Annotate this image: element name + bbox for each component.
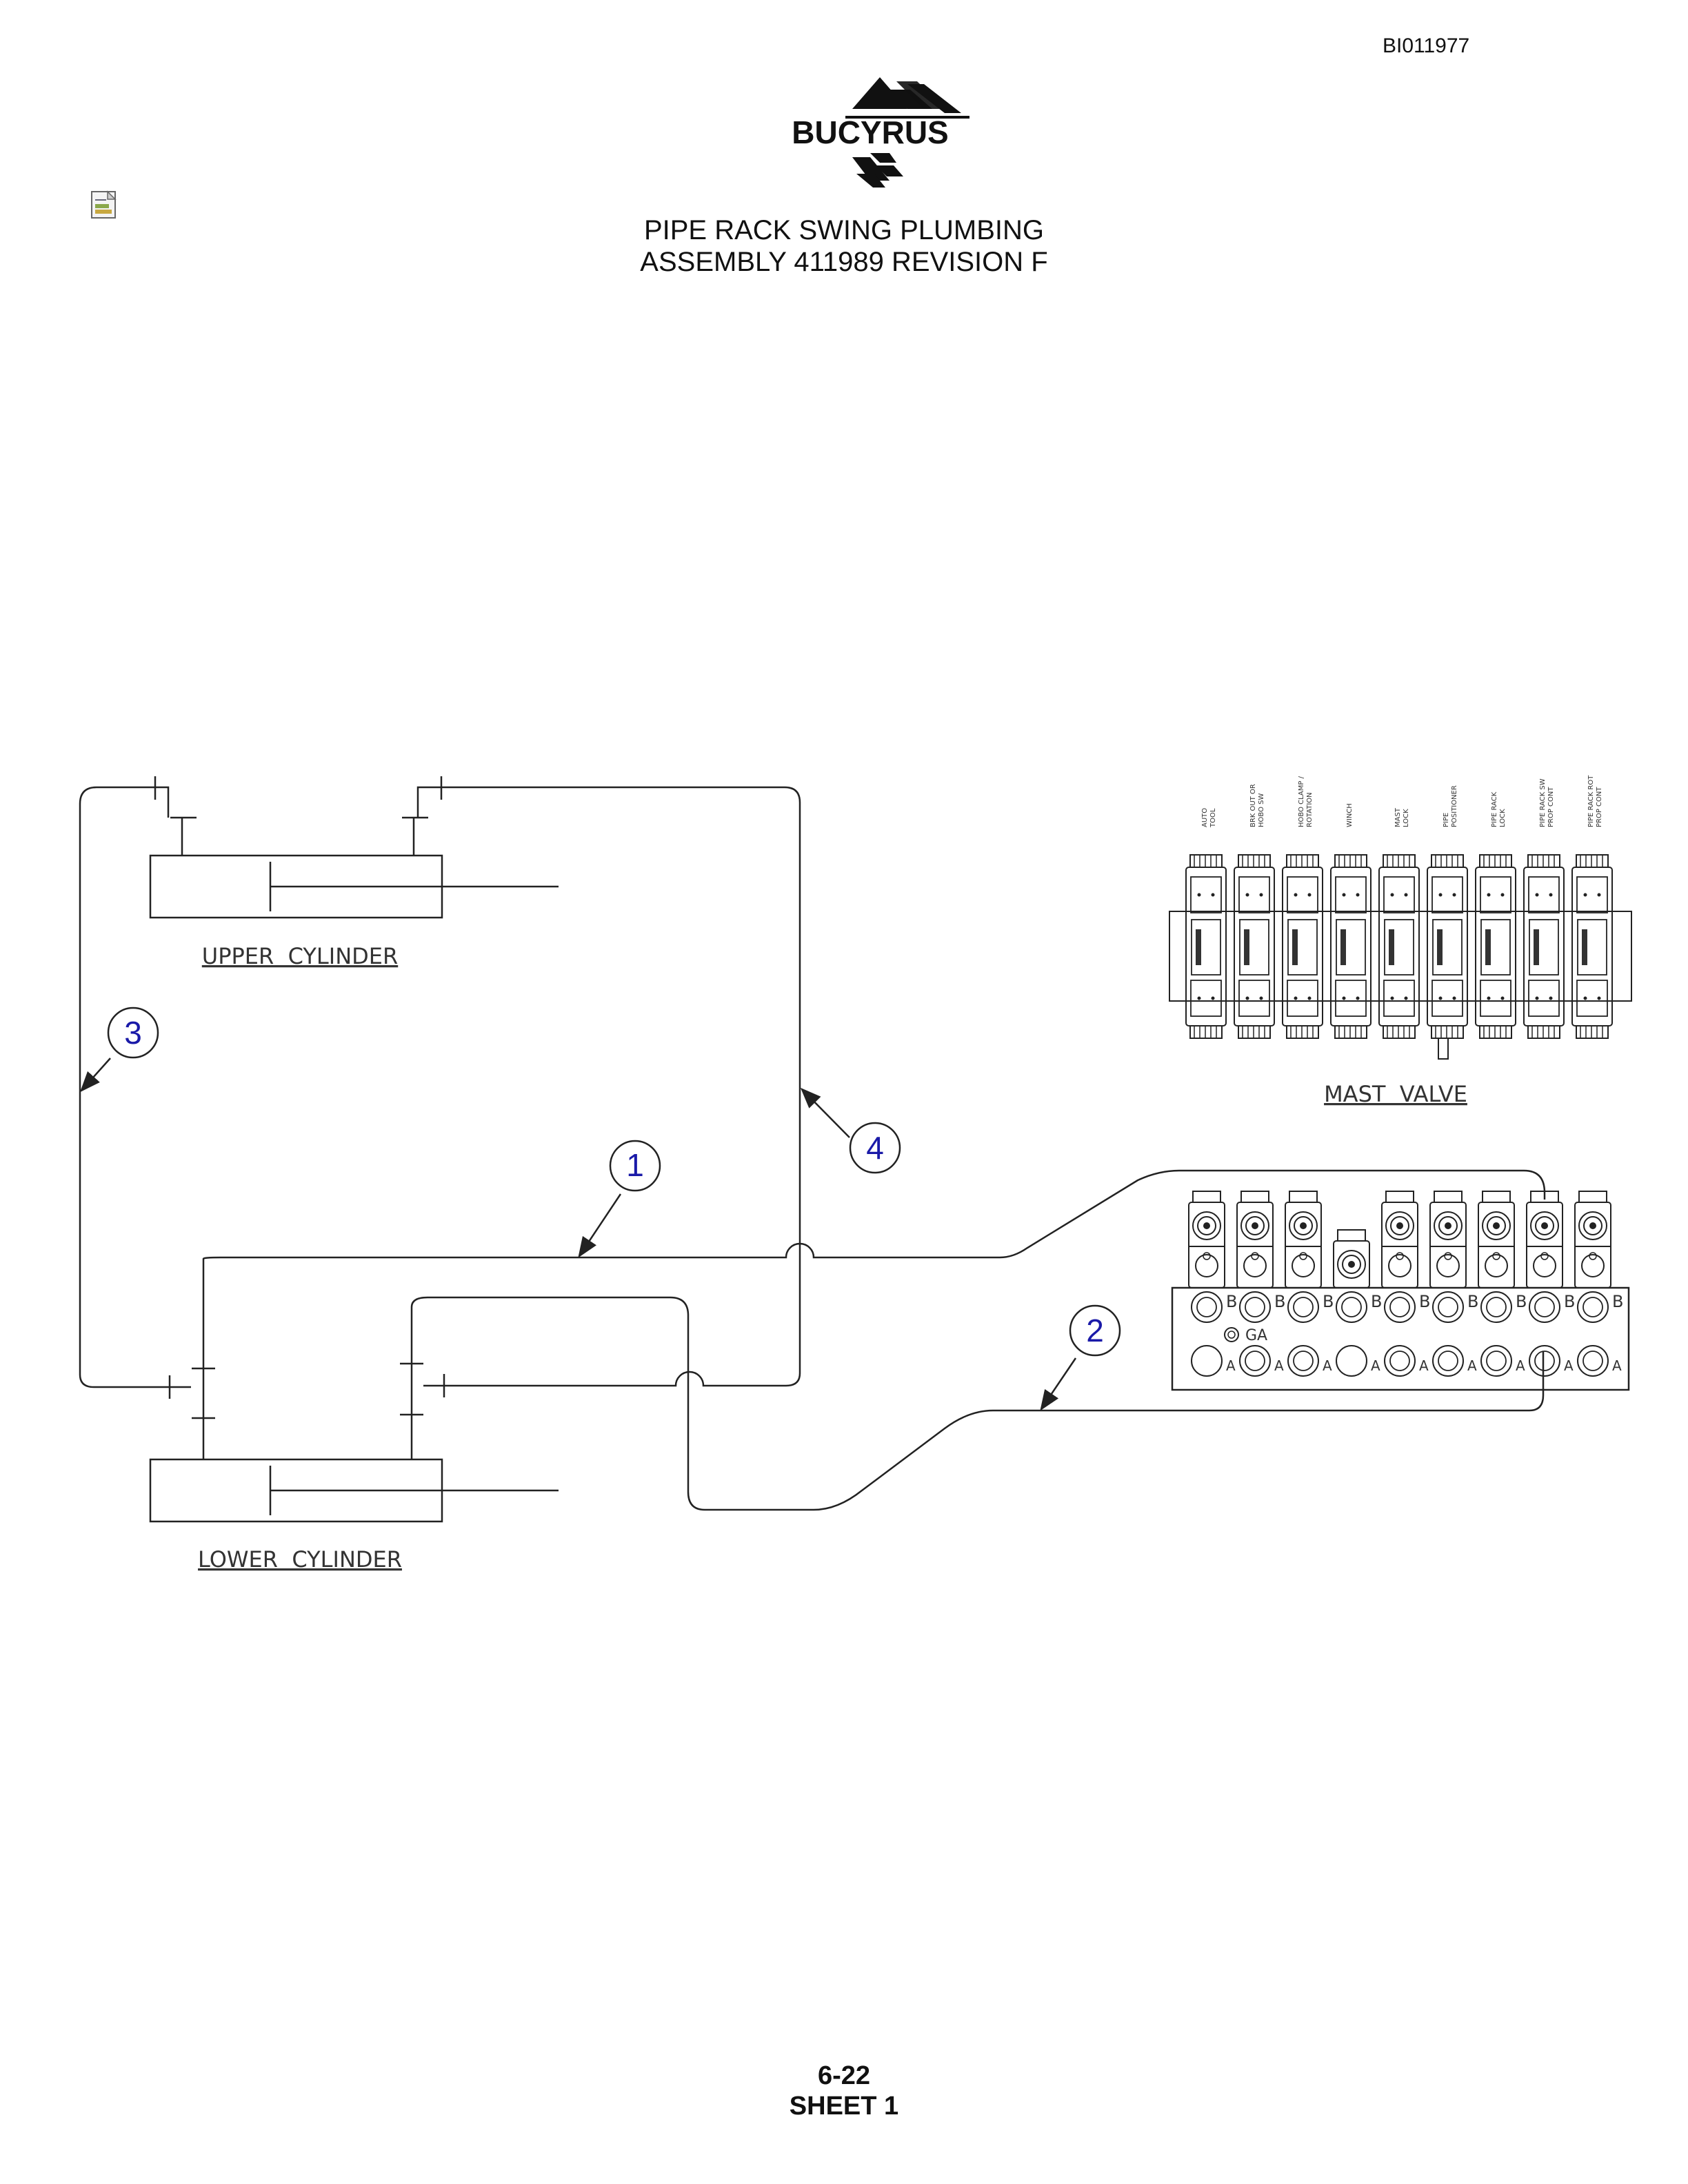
valve-section-label: PIPE RACK ROTPROP CONT	[1587, 775, 1603, 827]
port-label-b: B	[1323, 1292, 1334, 1311]
callout-4: 4	[849, 1122, 901, 1174]
callout-1: 1	[609, 1140, 661, 1192]
callout-2: 2	[1069, 1304, 1121, 1357]
port-label-a: A	[1516, 1357, 1525, 1374]
svg-text:1: 1	[626, 1147, 644, 1183]
valve-section-label: PIPE RACK SWPROP CONT	[1539, 778, 1555, 827]
mast-valve-section: PIPEPOSITIONER	[1427, 785, 1468, 1039]
valve-section-label: PIPE RACKLOCK	[1491, 791, 1507, 827]
svg-text:3: 3	[124, 1015, 142, 1051]
valve-section-label: WINCH	[1346, 803, 1354, 827]
mast-valve-section: PIPE RACKLOCK	[1475, 791, 1516, 1039]
valve-bank-section: BA	[1333, 1229, 1382, 1377]
hose-2	[410, 1296, 1545, 1511]
port-label-a: A	[1612, 1357, 1622, 1374]
hose-4	[416, 786, 801, 1387]
valve-bank-section: BA	[1285, 1191, 1334, 1377]
valve-bank-section: BA	[1429, 1191, 1478, 1377]
mast-valve-section: PIPE RACK ROTPROP CONT	[1571, 775, 1613, 1039]
title-line-1: PIPE RACK SWING PLUMBING	[643, 215, 1045, 245]
port-label-b: B	[1371, 1292, 1382, 1311]
lower-cylinder	[149, 1259, 559, 1523]
port-label-b: B	[1467, 1292, 1478, 1311]
mast-valve-section: BRK OUT ORHOBO SW	[1234, 784, 1275, 1039]
lower-cylinder-label: LOWER CYLINDER	[198, 1546, 402, 1573]
port-label-a: A	[1419, 1357, 1429, 1374]
svg-text:4: 4	[866, 1130, 884, 1166]
valve-bank-section: BA	[1526, 1191, 1575, 1377]
upper-cylinder	[149, 816, 559, 919]
mast-valve-section: AUTOTOOL	[1185, 808, 1227, 1039]
bucyrus-logo: BUCYRUS	[792, 77, 969, 188]
valve-bank-section: BA	[1236, 1191, 1285, 1377]
valve-bank-section: BA	[1478, 1191, 1527, 1377]
port-label-b: B	[1516, 1292, 1527, 1311]
mast-valve-section: HOBO CLAMP /ROTATION	[1282, 776, 1323, 1039]
port-label-a: A	[1226, 1357, 1236, 1374]
port-label-a: A	[1564, 1357, 1574, 1374]
hose-3	[79, 786, 191, 1388]
title-line-2: ASSEMBLY 411989 REVISION F	[640, 247, 1048, 277]
port-label-b: B	[1226, 1292, 1237, 1311]
document-icon[interactable]	[91, 190, 117, 219]
page-number: 6-22	[817, 2061, 871, 2090]
valve-section-label: MASTLOCK	[1394, 807, 1410, 827]
svg-text:2: 2	[1086, 1313, 1104, 1348]
valve-bank-section: BA	[1574, 1191, 1623, 1377]
port-label-a: A	[1467, 1357, 1477, 1374]
upper-cylinder-label: UPPER CYLINDER	[202, 943, 398, 969]
port-label-ga: GA	[1245, 1327, 1267, 1344]
port-label-b: B	[1419, 1292, 1430, 1311]
port-label-a: A	[1274, 1357, 1284, 1374]
mast-valve-section: PIPE RACK SWPROP CONT	[1523, 778, 1565, 1039]
port-label-b: B	[1612, 1292, 1623, 1311]
valve-bank-section: BA	[1381, 1191, 1430, 1377]
document-id: BI011977	[1383, 34, 1470, 57]
valve-section-label: AUTOTOOL	[1201, 808, 1217, 828]
mast-valve-label: MAST VALVE	[1324, 1081, 1467, 1107]
mast-valve-front: AUTOTOOL BRK OUT ORHOBO SW HOBO CLAMP /ROT…	[1169, 775, 1632, 1060]
logo-wordmark: BUCYRUS	[792, 114, 948, 150]
hose-1	[202, 1169, 1546, 1260]
port-label-b: B	[1564, 1292, 1575, 1311]
mast-valve-section: WINCH	[1330, 803, 1372, 1039]
port-label-a: A	[1371, 1357, 1380, 1374]
valve-section-label: PIPEPOSITIONER	[1443, 785, 1458, 827]
mast-valve-section: MASTLOCK	[1378, 807, 1420, 1039]
valve-section-label: HOBO CLAMP /ROTATION	[1298, 776, 1314, 827]
valve-bank-section: BA	[1188, 1191, 1237, 1377]
sheet-number: SHEET 1	[789, 2092, 899, 2121]
callout-3: 3	[107, 1007, 159, 1059]
port-label-a: A	[1323, 1357, 1332, 1374]
valve-section-label: BRK OUT ORHOBO SW	[1249, 784, 1265, 827]
port-label-b: B	[1274, 1292, 1285, 1311]
